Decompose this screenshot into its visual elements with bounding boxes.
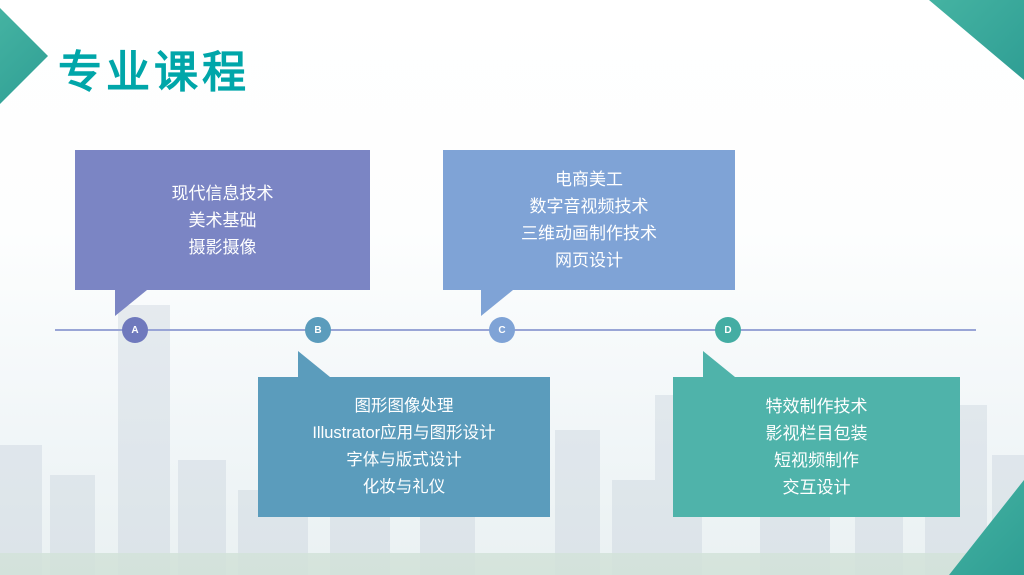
timeline-node-b-label: B — [314, 324, 322, 336]
timeline-node-b: B — [305, 317, 331, 343]
corner-accent-bottom-right — [949, 480, 1024, 575]
timeline-line — [55, 329, 976, 331]
callout-d-pointer — [703, 351, 735, 377]
callout-b-line: 图形图像处理 — [354, 397, 454, 415]
callout-c-line: 电商美工 — [555, 170, 623, 189]
callout-c-pointer — [481, 290, 513, 316]
callout-b-pointer — [298, 351, 330, 377]
callout-d-line: 交互设计 — [782, 478, 851, 497]
callout-d-line: 短视频制作 — [774, 451, 859, 470]
callout-box-c: 电商美工 数字音视频技术 三维动画制作技术 网页设计 — [443, 150, 735, 316]
corner-accent-top-left — [0, 8, 48, 104]
timeline-node-d: D — [715, 317, 741, 343]
callout-box-b: 图形图像处理 Illustrator应用与图形设计 字体与版式设计 化妆与礼仪 — [258, 351, 550, 517]
timeline-node-c: C — [489, 317, 515, 343]
callout-b-line: Illustrator应用与图形设计 — [312, 424, 496, 442]
page-title: 专业课程 — [58, 48, 250, 97]
callout-box-a: 现代信息技术 美术基础 摄影摄像 — [75, 150, 370, 316]
callout-a-line: 摄影摄像 — [188, 237, 257, 257]
callout-c-line: 三维动画制作技术 — [521, 224, 657, 243]
callout-box-d: 特效制作技术 影视栏目包装 短视频制作 交互设计 — [673, 351, 960, 517]
callout-a-line: 美术基础 — [188, 210, 257, 230]
timeline-node-c-label: C — [498, 324, 506, 336]
timeline-node-a-label: A — [131, 324, 139, 336]
corner-accent-top-right — [929, 0, 1024, 80]
callout-d-line: 特效制作技术 — [765, 397, 868, 416]
callout-a-pointer — [115, 290, 147, 316]
callout-d-line: 影视栏目包装 — [765, 424, 868, 443]
callout-c-line: 网页设计 — [555, 251, 623, 270]
callout-a-line: 现代信息技术 — [171, 183, 274, 203]
callout-b-line: 字体与版式设计 — [346, 451, 462, 469]
timeline-node-d-label: D — [724, 324, 732, 336]
timeline-node-a: A — [122, 317, 148, 343]
callout-b-line: 化妆与礼仪 — [362, 478, 446, 496]
callout-c-line: 数字音视频技术 — [529, 197, 649, 216]
